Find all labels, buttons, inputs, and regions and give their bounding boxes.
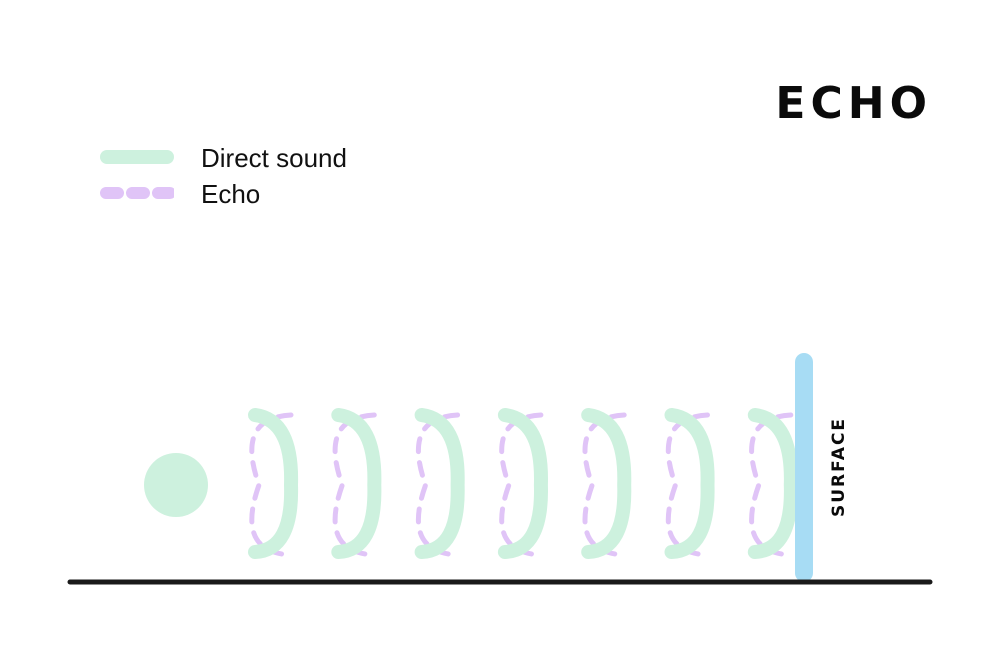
direct-sound-wave <box>414 408 465 559</box>
legend-label-direct-sound: Direct sound <box>201 143 347 173</box>
direct-sound-wave <box>331 408 382 559</box>
legend-label-echo: Echo <box>201 179 261 209</box>
direct-sound-wave <box>248 408 299 559</box>
direct-sound-wave <box>747 408 798 559</box>
direct-sound-wave <box>581 408 632 559</box>
sound-source <box>144 453 208 517</box>
direct-sound-wave <box>664 408 715 559</box>
direct-sound-swatch <box>100 150 174 164</box>
echo-swatch <box>100 187 174 199</box>
direct-sound-wave <box>497 408 548 559</box>
sound-waves <box>248 408 798 559</box>
diagram-title: ECHO <box>775 78 932 129</box>
surface-label: SURFACE <box>829 417 849 517</box>
